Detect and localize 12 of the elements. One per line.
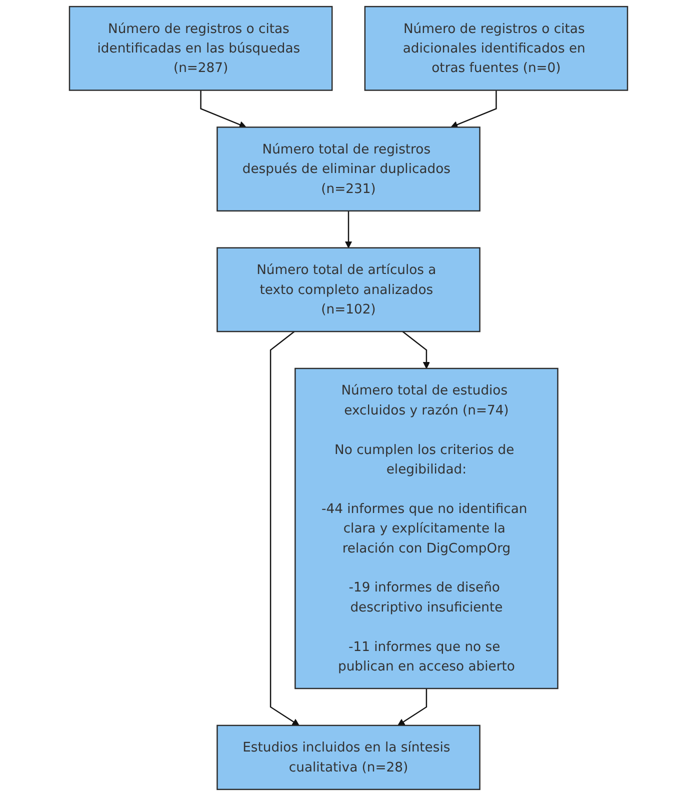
arrow: [398, 688, 428, 726]
arrow: [402, 331, 430, 369]
node-box: Número de registros o citas identificadas en las búsquedas (n=287): [68, 6, 333, 91]
arrow: [270, 331, 300, 726]
node-box: Número total de registros después de eliminar duplicados (n=231): [216, 126, 480, 212]
node-box: Número total de estudios excluidos y razón (n=74) No cumplen los criterios de elegibilidad: -44 informes que no identifican clara y explícitamente la relación con DigCompOrg -19 informes de diseño descriptivo insuficiente -11 informes que no se publican en acceso abierto: [294, 368, 558, 690]
arrow: [450, 90, 497, 128]
arrow: [344, 210, 352, 248]
node-box: Estudios incluidos en la síntesis cualitativa (n=28): [216, 724, 480, 790]
arrow: [200, 90, 246, 128]
node-box: Número total de artículos a texto completo analizados (n=102): [216, 247, 480, 332]
node-box: Número de registros o citas adicionales identificados en otras fuentes (n=0): [364, 6, 628, 91]
